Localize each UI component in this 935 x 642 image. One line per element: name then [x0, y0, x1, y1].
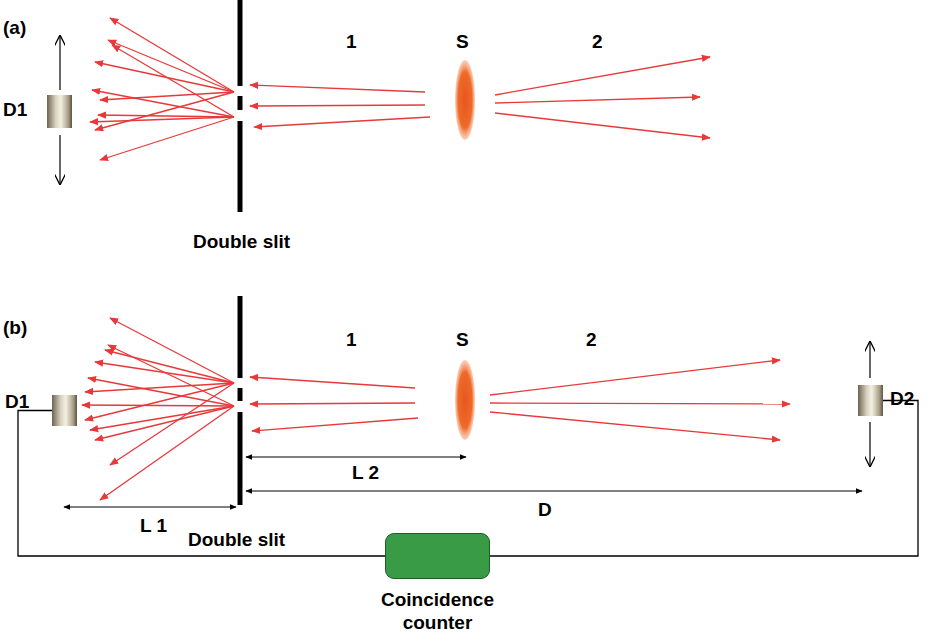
light-ray [90, 406, 234, 430]
text-label: Double slit [188, 530, 285, 551]
light-ray [82, 405, 234, 406]
source [455, 360, 475, 440]
text-label: 2 [586, 330, 597, 351]
signal-wire [490, 401, 918, 557]
light-ray [108, 40, 234, 92]
detector-label: D2 [890, 389, 914, 410]
counter-label: Coincidence counter [365, 589, 510, 635]
light-ray [92, 90, 234, 117]
text-label: (b) [3, 318, 27, 339]
signal-wire [18, 411, 385, 557]
detector: D2 [858, 385, 883, 416]
light-ray [95, 406, 234, 440]
text-label: 1 [346, 32, 357, 53]
text-label: L 2 [352, 463, 379, 484]
text-label: (a) [3, 18, 26, 39]
source [455, 60, 475, 140]
text-label: S [456, 330, 469, 351]
text-label: 2 [592, 32, 603, 53]
text-label: L 1 [140, 516, 167, 537]
text-label: D [538, 500, 552, 521]
light-ray [100, 117, 234, 160]
counter-box [385, 533, 490, 579]
light-ray [105, 350, 234, 383]
text-label: S [456, 32, 469, 53]
light-rays [82, 18, 790, 500]
light-ray [88, 378, 234, 406]
light-ray [85, 383, 234, 392]
light-ray [95, 62, 234, 92]
light-ray [90, 117, 234, 122]
detector: D1 [47, 95, 72, 128]
text-label: Double slit [193, 232, 290, 253]
double-slit [238, 0, 243, 505]
detector-label: D1 [3, 100, 27, 121]
light-ray [98, 115, 234, 117]
text-label: 1 [346, 330, 357, 351]
light-ray [100, 92, 234, 100]
scan-arrows [60, 36, 870, 466]
dimension-lines [64, 457, 862, 507]
detector: D1 [52, 395, 77, 426]
light-ray [85, 383, 234, 420]
light-ray [100, 406, 234, 500]
coincidence-counter: Coincidence counter [385, 533, 490, 579]
light-ray [108, 345, 234, 406]
detector-label: D1 [5, 392, 29, 413]
light-ray [112, 45, 234, 117]
